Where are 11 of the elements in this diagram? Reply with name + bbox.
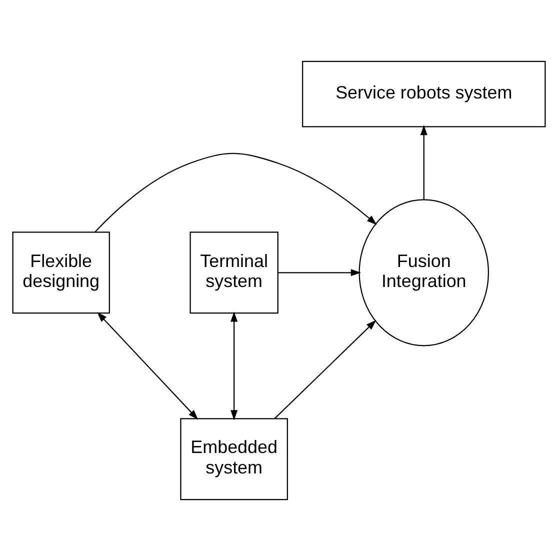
arrow — [230, 311, 238, 420]
node-box: Flexible designing — [12, 231, 110, 314]
arrow — [420, 124, 428, 199]
node-box: Service robots system — [302, 60, 546, 127]
arrow — [274, 320, 376, 418]
node-box: Embedded system — [180, 418, 288, 500]
arrow — [94, 152, 377, 232]
node-box: Terminal system — [190, 231, 278, 314]
node-ellipse: Fusion Integration — [358, 198, 490, 346]
arrow — [278, 268, 361, 276]
arrow — [97, 312, 198, 420]
